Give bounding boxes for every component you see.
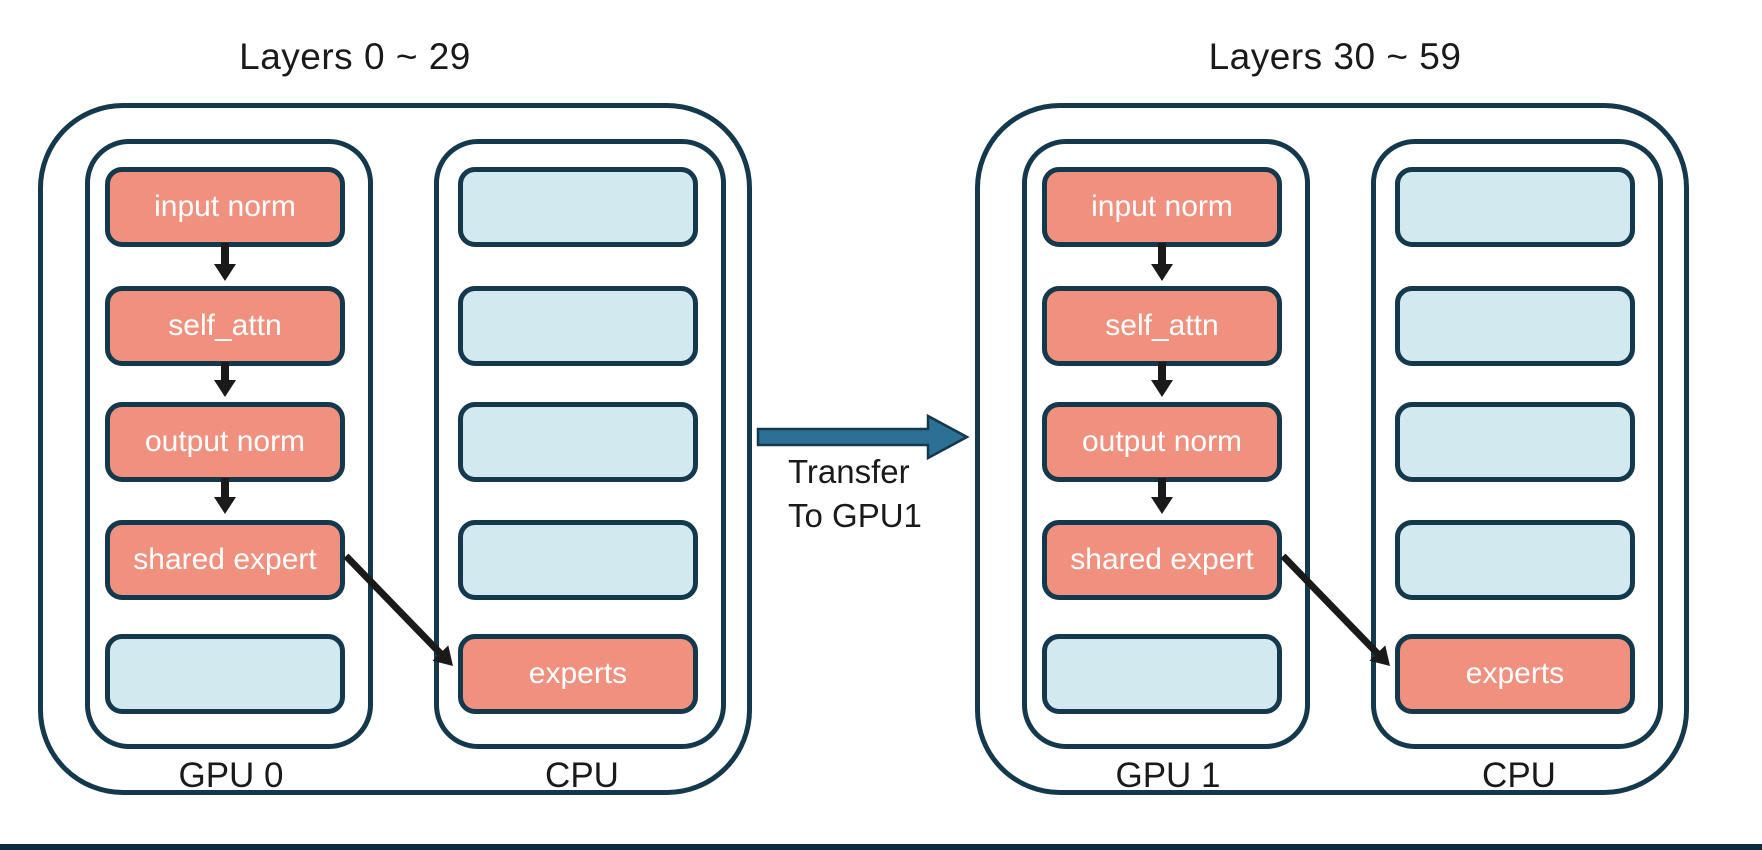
gpu1-label: GPU 1 — [1115, 756, 1221, 795]
empty-slot — [1395, 402, 1635, 482]
gpu0-label: GPU 0 — [178, 756, 284, 795]
transfer-label-line1: Transfer — [788, 453, 910, 490]
box-input-norm: input norm — [105, 167, 345, 247]
layers-0-29-group: input norm self_attn output norm shared … — [38, 103, 752, 795]
box-output-norm: output norm — [105, 402, 345, 482]
empty-slot — [1395, 520, 1635, 600]
box-experts: experts — [458, 634, 698, 714]
empty-slot — [458, 286, 698, 366]
transfer-label-line2: To GPU1 — [788, 496, 922, 534]
box-experts: experts — [1395, 634, 1635, 714]
box-input-norm: input norm — [1042, 167, 1282, 247]
empty-slot — [458, 167, 698, 247]
empty-slot — [1395, 167, 1635, 247]
box-shared-expert: shared expert — [1042, 520, 1282, 600]
empty-slot — [1395, 286, 1635, 366]
left-group-title: Layers 0 ~ 29 — [239, 36, 471, 77]
box-shared-expert: shared expert — [105, 520, 345, 600]
box-self-attn: self_attn — [105, 286, 345, 366]
empty-slot — [105, 634, 345, 714]
box-self-attn: self_attn — [1042, 286, 1282, 366]
bottom-edge-bar — [0, 844, 1762, 850]
box-output-norm: output norm — [1042, 402, 1282, 482]
empty-slot — [458, 520, 698, 600]
cpu-label-right: CPU — [1482, 756, 1556, 795]
transfer-label: Transfer To GPU1 — [788, 450, 922, 537]
right-group-title: Layers 30 ~ 59 — [1208, 36, 1462, 77]
layers-30-59-group: input norm self_attn output norm shared … — [975, 103, 1689, 795]
empty-slot — [1042, 634, 1282, 714]
cpu-label-left: CPU — [545, 756, 619, 795]
empty-slot — [458, 402, 698, 482]
